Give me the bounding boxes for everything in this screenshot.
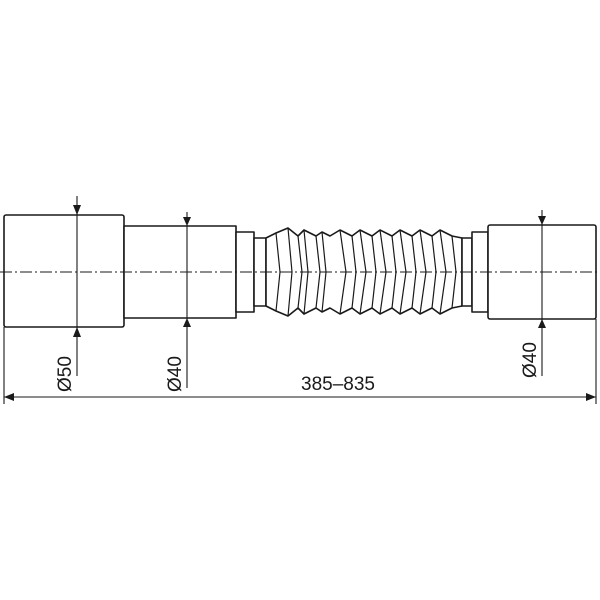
diameter-label-40-right: Ø40 xyxy=(520,342,541,378)
diameter-label-40-middle: Ø40 xyxy=(165,356,186,392)
length-range-label: 385–835 xyxy=(301,374,375,395)
length-dimension xyxy=(3,319,597,404)
left-sleeve-50 xyxy=(3,214,125,328)
diameter-label-50: Ø50 xyxy=(55,356,76,392)
diameter-marker-50 xyxy=(73,196,81,376)
diameter-marker-40-middle xyxy=(183,212,191,388)
diameter-marker-40-right xyxy=(538,210,546,376)
